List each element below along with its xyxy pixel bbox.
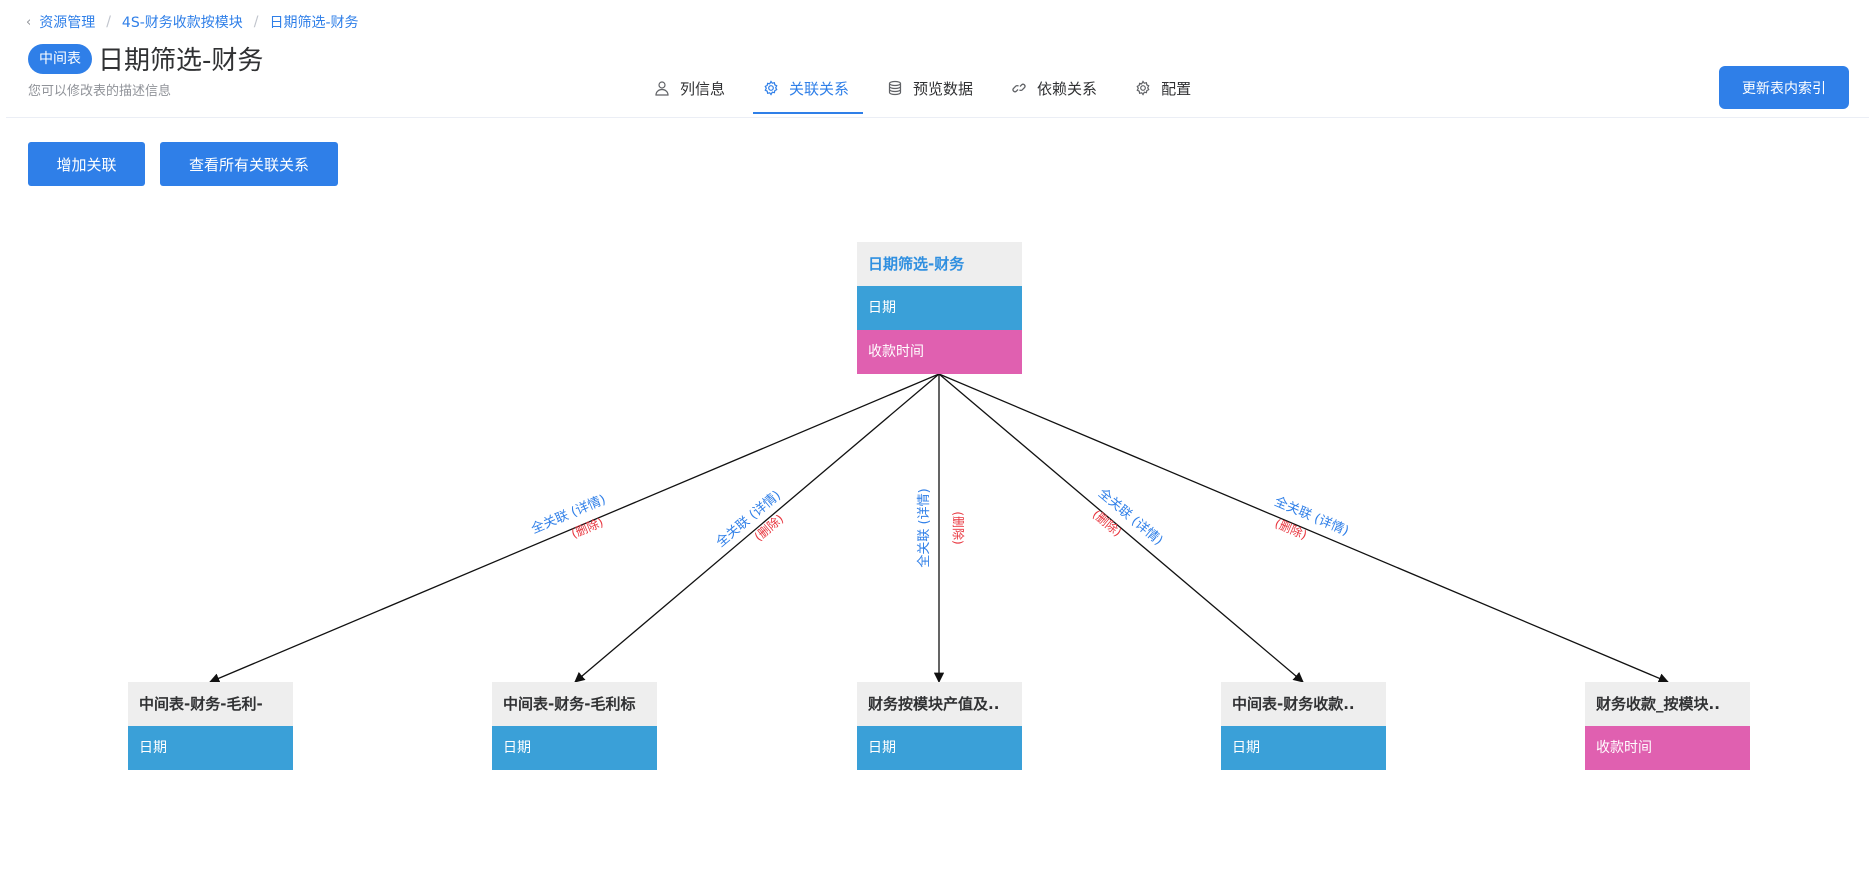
chevron-left-icon[interactable]: ‹ bbox=[26, 14, 32, 30]
breadcrumb-item-module[interactable]: 4S-财务收款按模块 bbox=[121, 15, 243, 31]
related-table-node[interactable]: 财务收款_按模块.. 收款时间 bbox=[1585, 682, 1750, 770]
center-table-node[interactable]: 日期筛选-财务 日期 收款时间 bbox=[857, 242, 1022, 374]
gear-icon bbox=[764, 80, 778, 96]
breadcrumb-item-resource[interactable]: 资源管理 bbox=[39, 15, 96, 31]
tab-config[interactable]: 配置 bbox=[1121, 64, 1205, 112]
node-title: 财务按模块产值及.. bbox=[857, 682, 1022, 726]
related-table-node[interactable]: 财务按模块产值及.. 日期 bbox=[857, 682, 1022, 770]
tab-columns[interactable]: 列信息 bbox=[640, 64, 739, 112]
relation-delete-link[interactable]: (删除) bbox=[951, 511, 966, 544]
gear-icon bbox=[1136, 80, 1150, 96]
node-field: 日期 bbox=[857, 286, 1022, 330]
node-field: 收款时间 bbox=[857, 330, 1022, 374]
tab-label: 列信息 bbox=[680, 79, 726, 98]
node-field: 日期 bbox=[857, 726, 1022, 770]
table-description[interactable]: 您可以修改表的描述信息 bbox=[28, 84, 172, 99]
tab-label: 关联关系 bbox=[789, 79, 850, 98]
breadcrumb-separator: / bbox=[253, 14, 259, 30]
related-table-node[interactable]: 中间表-财务-毛利- 日期 bbox=[128, 682, 293, 770]
node-field: 日期 bbox=[128, 726, 293, 770]
node-field: 收款时间 bbox=[1585, 726, 1750, 770]
breadcrumb-separator: / bbox=[106, 14, 111, 30]
tab-label: 预览数据 bbox=[913, 79, 974, 98]
table-type-tag: 中间表 bbox=[28, 43, 92, 74]
node-title: 中间表-财务-毛利- bbox=[128, 682, 293, 726]
title-row: 中间表 日期筛选-财务 bbox=[28, 40, 263, 77]
related-table-node[interactable]: 中间表-财务收款.. 日期 bbox=[1221, 682, 1386, 770]
add-relation-button[interactable]: 增加关联 bbox=[28, 142, 145, 186]
tab-preview[interactable]: 预览数据 bbox=[873, 64, 987, 112]
header-divider bbox=[6, 117, 1869, 118]
node-title: 中间表-财务-毛利标 bbox=[492, 682, 657, 726]
node-field: 日期 bbox=[1221, 726, 1386, 770]
tab-dependencies[interactable]: 依赖关系 bbox=[997, 64, 1111, 112]
tab-label: 配置 bbox=[1161, 79, 1192, 98]
user-icon bbox=[655, 81, 669, 96]
relation-detail-link[interactable]: 全关联 (详情) bbox=[916, 488, 932, 567]
page-title: 日期筛选-财务 bbox=[98, 46, 264, 76]
node-field: 日期 bbox=[492, 726, 657, 770]
node-title: 财务收款_按模块.. bbox=[1585, 682, 1750, 726]
breadcrumb: ‹ 资源管理 / 4S-财务收款按模块 / 日期筛选-财务 bbox=[26, 12, 359, 32]
database-icon bbox=[888, 80, 902, 96]
node-title: 中间表-财务收款.. bbox=[1221, 682, 1386, 726]
refresh-index-button[interactable]: 更新表内索引 bbox=[1719, 66, 1849, 109]
related-table-node[interactable]: 中间表-财务-毛利标 日期 bbox=[492, 682, 657, 770]
tab-label: 依赖关系 bbox=[1037, 79, 1098, 98]
node-title: 日期筛选-财务 bbox=[857, 242, 1022, 286]
tab-relations[interactable]: 关联关系 bbox=[749, 64, 864, 114]
link-icon bbox=[1012, 83, 1026, 93]
breadcrumb-item-current[interactable]: 日期筛选-财务 bbox=[269, 15, 359, 31]
view-all-relations-button[interactable]: 查看所有关联关系 bbox=[160, 142, 338, 186]
tab-bar: 列信息 关联关系 预览数据 依赖关系 配置 bbox=[640, 64, 1215, 118]
